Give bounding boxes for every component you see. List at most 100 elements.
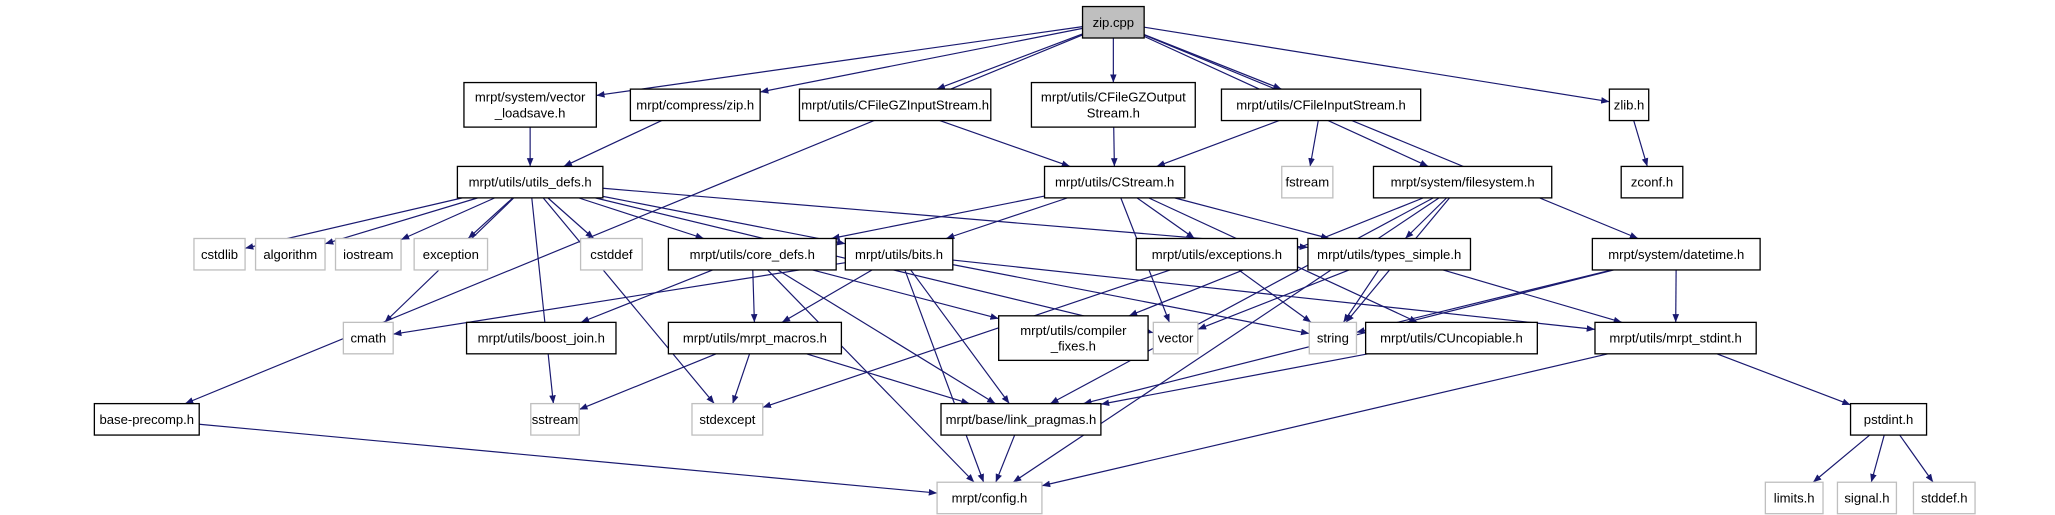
edge-types_simple-to-vector [1197, 269, 1350, 330]
node-box [1307, 237, 1472, 271]
node-signal: signal.h [1836, 481, 1898, 515]
node-limits: limits.h [1764, 481, 1824, 515]
node-box [940, 402, 1102, 436]
node-box [1849, 402, 1928, 436]
node-label: mrpt/config.h [952, 491, 1028, 506]
node-label: mrpt/utils/CFileGZOutput [1041, 90, 1186, 105]
node-cuncopiable[interactable]: mrpt/utils/CUncopiable.h [1364, 321, 1538, 355]
node-boost-join[interactable]: mrpt/utils/boost_join.h [465, 321, 617, 355]
node-label: base-precomp.h [99, 412, 194, 427]
node-finput[interactable]: mrpt/utils/CFileInputStream.h [1220, 88, 1422, 122]
node-box [413, 237, 489, 271]
node-box [998, 315, 1149, 362]
node-label: zlib.h [1614, 97, 1645, 112]
node-mrpt-macros[interactable]: mrpt/utils/mrpt_macros.h [667, 321, 843, 355]
edge-finput-to-cstream [1156, 120, 1280, 167]
node-box [456, 165, 604, 199]
node-box [629, 88, 761, 122]
edge-zip_cpp-to-gzin [936, 33, 1083, 90]
node-compiler-fixes[interactable]: mrpt/utils/compiler_fixes.h [998, 315, 1149, 362]
node-box [530, 402, 580, 436]
nodes-layer: zip.cppmrpt/system/vector_loadsave.hmrpt… [93, 5, 1976, 515]
node-box [844, 237, 954, 271]
edge-core_defs-to-config [767, 269, 975, 483]
node-label: mrpt/base/link_pragmas.h [946, 412, 1097, 427]
node-filesystem[interactable]: mrpt/system/filesystem.h [1372, 165, 1553, 199]
node-label: mrpt/utils/utils_defs.h [469, 175, 592, 190]
node-datetime[interactable]: mrpt/system/datetime.h [1591, 237, 1761, 271]
node-label: string [1317, 331, 1349, 346]
edge-cstream-to-core_defs [831, 195, 1045, 241]
node-mrpt-stdint[interactable]: mrpt/utils/mrpt_stdint.h [1594, 321, 1757, 355]
edge-utils_defs-to-cstddef [547, 197, 595, 239]
node-types-simple[interactable]: mrpt/utils/types_simple.h [1307, 237, 1472, 271]
node-box [579, 237, 643, 271]
node-box [667, 237, 837, 271]
node-box [936, 481, 1043, 515]
node-label: mrpt/utils/exceptions.h [1152, 247, 1282, 262]
node-box [798, 88, 992, 122]
node-label: algorithm [263, 247, 317, 262]
edge-types_simple-to-string [1342, 269, 1380, 323]
node-label: mrpt/utils/types_simple.h [1317, 247, 1461, 262]
node-label: mrpt/utils/mrpt_macros.h [683, 331, 827, 346]
edge-bits-to-string [952, 264, 1310, 336]
node-core-defs[interactable]: mrpt/utils/core_defs.h [667, 237, 837, 271]
node-box [1364, 321, 1538, 355]
node-label: _loadsave.h [494, 105, 566, 120]
edge-mrpt_stdint-to-pstdint [1716, 353, 1851, 406]
node-zlib[interactable]: zlib.h [1608, 88, 1650, 122]
node-zconf[interactable]: zconf.h [1620, 165, 1684, 199]
node-box [1764, 481, 1824, 515]
node-label: limits.h [1774, 491, 1815, 506]
node-label: signal.h [1844, 491, 1889, 506]
node-link-pragmas[interactable]: mrpt/base/link_pragmas.h [940, 402, 1102, 436]
edge-compress_zip-to-utils_defs [563, 120, 662, 167]
node-bits[interactable]: mrpt/utils/bits.h [844, 237, 954, 271]
edge-core_defs-to-compiler_fixes [812, 269, 999, 320]
node-compress-zip[interactable]: mrpt/compress/zip.h [629, 88, 761, 122]
node-zip-cpp[interactable]: zip.cpp [1081, 5, 1145, 39]
edge-pstdint-to-signal [1870, 434, 1885, 483]
node-label: vector [1158, 331, 1194, 346]
node-label: mrpt/utils/boost_join.h [478, 331, 605, 346]
node-utils-defs[interactable]: mrpt/utils/utils_defs.h [456, 165, 604, 199]
edge-cstream-to-types_simple [1174, 197, 1330, 240]
node-box [334, 237, 402, 271]
edge-base_precomp-to-config [199, 423, 938, 496]
edge-finput-to-fstream [1308, 120, 1319, 167]
node-base-precomp[interactable]: base-precomp.h [93, 402, 200, 436]
node-label: _fixes.h [1050, 339, 1096, 354]
edge-bits-to-mrpt_macros [781, 269, 873, 323]
node-box [1608, 88, 1650, 122]
node-gzin[interactable]: mrpt/utils/CFileGZInputStream.h [798, 88, 992, 122]
node-box [1220, 88, 1422, 122]
node-pstdint[interactable]: pstdint.h [1849, 402, 1928, 436]
node-box [1594, 321, 1757, 355]
node-string: string [1308, 321, 1358, 355]
edge-zip_cpp-to-vector_loadsave [596, 26, 1083, 98]
node-box [1281, 165, 1334, 199]
node-box [1308, 321, 1358, 355]
edge-gzin-to-cstream [939, 120, 1071, 167]
node-label: mrpt/utils/CUncopiable.h [1380, 331, 1523, 346]
edge-zip_cpp-to-zlib [1144, 26, 1610, 104]
node-exceptions[interactable]: mrpt/utils/exceptions.h [1135, 237, 1299, 271]
node-box [254, 237, 326, 271]
node-box [193, 237, 246, 271]
node-stddef: stddef.h [1912, 481, 1976, 515]
node-vector-loadsave[interactable]: mrpt/system/vector_loadsave.h [463, 81, 597, 128]
node-fstream: fstream [1281, 165, 1334, 199]
edge-zip_cpp-to-compress_zip [760, 27, 1083, 94]
node-box [342, 321, 394, 355]
edge-cstream-to-bits [945, 197, 1068, 240]
node-box [1836, 481, 1898, 515]
node-box [667, 321, 843, 355]
edge-mrpt_macros-to-sstream [579, 353, 717, 411]
edge-mrpt_stdint-to-config [1041, 353, 1609, 488]
node-box [93, 402, 200, 436]
node-cstream[interactable]: mrpt/utils/CStream.h [1043, 165, 1186, 199]
edge-utils_defs-to-stdexcept [542, 197, 715, 404]
